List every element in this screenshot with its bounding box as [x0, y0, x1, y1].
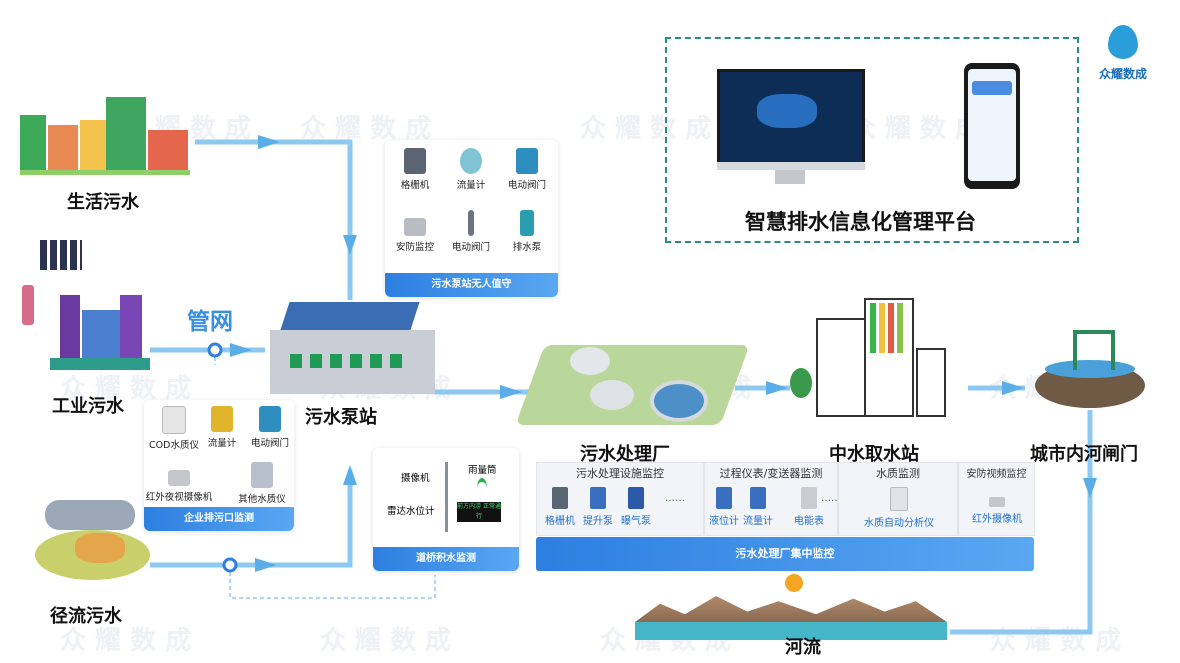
brand-logo: 众耀数成 — [1093, 25, 1153, 91]
river-gate-image — [1035, 328, 1145, 410]
platform-title: 智慧排水信息化管理平台 — [745, 210, 976, 234]
watermark: 众 耀 数 成 — [320, 626, 452, 656]
device-bar-screen: 格栅机 — [387, 148, 443, 191]
item-lift-pump: 提升泵 — [575, 487, 621, 527]
item-aeration-pump: 曝气泵 — [613, 487, 659, 527]
watermark: 众 耀 数 成 — [60, 626, 192, 656]
water-drop-logo-icon — [1108, 25, 1138, 59]
pump-icon — [590, 487, 606, 509]
valve-icon — [516, 148, 538, 174]
section-title: 水质监测 — [876, 467, 920, 480]
smart-platform-frame: 智慧排水信息化管理平台 — [665, 37, 1079, 243]
watermark: 众 耀 数 成 — [60, 374, 192, 404]
device-ir-camera: 红外夜视摄像机 — [140, 462, 218, 503]
city-gate-label: 城市内河闸门 — [1030, 444, 1138, 465]
water-quality-meter-icon — [251, 462, 273, 488]
factory-image — [20, 240, 150, 370]
item-energy-meter: 电能表 — [781, 487, 837, 527]
runoff-sewage-label: 径流污水 — [50, 606, 122, 627]
device-rain-gauge-label: 雨量筒 — [468, 465, 497, 476]
domestic-sewage-label: 生活污水 — [67, 192, 139, 213]
flowmeter-icon — [460, 148, 482, 174]
item-water-analyzer: 水质自动分析仪 — [849, 487, 949, 529]
treatment-central-monitoring-bar: 污水处理厂集中监控 — [536, 537, 1034, 571]
sun-icon — [785, 574, 803, 592]
device-flowmeter: 流量计 — [194, 406, 250, 449]
item-flowmeter: 流量计 — [735, 487, 781, 527]
reclaimed-station-label: 中水取水站 — [829, 444, 919, 465]
valve-icon — [259, 406, 281, 432]
monitor-pole — [445, 462, 448, 532]
waterlogging-title: 道桥积水监测 — [373, 547, 519, 571]
enterprise-outfall-panel: COD水质仪 流量计 电动阀门 红外夜视摄像机 其他水质仪 企业排污口监测 — [144, 400, 294, 531]
pump-icon — [520, 210, 534, 236]
cod-analyzer-icon — [162, 406, 186, 434]
treatment-plant-image — [515, 325, 750, 435]
flowmeter-icon — [750, 487, 766, 509]
flowmeter-icon — [211, 406, 233, 432]
section-process-instruments: 过程仪表/变送器监测 液位计 流量计 电能表 …… — [701, 462, 841, 536]
treatment-plant-label: 污水处理厂 — [580, 444, 670, 465]
device-electric-valve: 电动阀门 — [499, 148, 555, 191]
camera-icon — [989, 497, 1005, 507]
pump-station-unattended-panel: 格栅机 流量计 电动阀门 安防监控 电动阀门 排水泵 污水泵站无人值守 — [385, 140, 558, 297]
runoff-image — [35, 495, 150, 585]
device-electric-valve-2: 电动阀门 — [443, 210, 499, 253]
mobile-phone-image — [964, 63, 1020, 189]
ellipsis: …… — [665, 493, 685, 504]
section-facility-monitoring: 污水处理设施监控 格栅机 提升泵 曝气泵 …… — [536, 462, 704, 536]
industrial-sewage-label: 工业污水 — [52, 396, 124, 417]
item-bar-screen: 格栅机 — [537, 487, 583, 527]
energy-meter-icon — [801, 487, 817, 509]
pump-icon — [628, 487, 644, 509]
pump-station-panel-title: 污水泵站无人值守 — [385, 273, 558, 297]
road-sign-screen: 前方内涝 正常通行 — [457, 502, 501, 522]
water-analyzer-icon — [890, 487, 908, 511]
section-title: 污水处理设施监控 — [576, 467, 664, 480]
device-cod-analyzer: COD水质仪 — [144, 406, 204, 451]
camera-icon — [404, 218, 426, 236]
signal-icon — [477, 478, 487, 498]
valve-icon — [468, 210, 474, 236]
device-radar-level-label: 雷达水位计 — [387, 506, 435, 517]
enterprise-outfall-title: 企业排污口监测 — [144, 507, 294, 531]
city-buildings-image — [20, 95, 190, 175]
pump-station-image — [270, 302, 435, 394]
device-flowmeter: 流量计 — [443, 148, 499, 191]
device-camera-label: 摄像机 — [401, 473, 430, 484]
ellipsis: …… — [821, 493, 841, 504]
section-title: 过程仪表/变送器监测 — [719, 467, 823, 480]
section-water-quality: 水质监测 水质自动分析仪 — [838, 462, 958, 536]
river-label: 河流 — [785, 637, 821, 658]
pipe-network-label: 管网 — [187, 309, 233, 335]
camera-icon — [168, 470, 190, 486]
pump-station-label: 污水泵站 — [305, 407, 377, 428]
desktop-monitor-image — [717, 69, 865, 187]
watermark: 众 耀 数 成 — [580, 114, 712, 144]
device-other-water-quality: 其他水质仪 — [230, 462, 294, 505]
reclaimed-station-image — [790, 298, 955, 417]
bar-screen-icon — [404, 148, 426, 174]
brand-name: 众耀数成 — [1098, 67, 1147, 81]
waterlogging-panel: 摄像机 雨量筒 雷达水位计 前方内涝 正常通行 道桥积水监测 — [373, 448, 519, 571]
device-electric-valve: 电动阀门 — [242, 406, 298, 449]
item-ir-camera: 红外摄像机 — [963, 497, 1031, 525]
bar-screen-icon — [552, 487, 568, 509]
device-security-camera: 安防监控 — [387, 210, 443, 253]
watermark: 众 耀 数 成 — [300, 114, 432, 144]
item-level-meter: 液位计 — [701, 487, 747, 527]
section-security-video: 安防视频监控 红外摄像机 — [958, 462, 1035, 536]
watermark: 众 耀 数 成 — [850, 114, 982, 144]
river-scene-image — [635, 572, 947, 640]
section-title: 安防视频监控 — [966, 469, 1027, 480]
device-drain-pump: 排水泵 — [499, 210, 555, 253]
level-meter-icon — [716, 487, 732, 509]
